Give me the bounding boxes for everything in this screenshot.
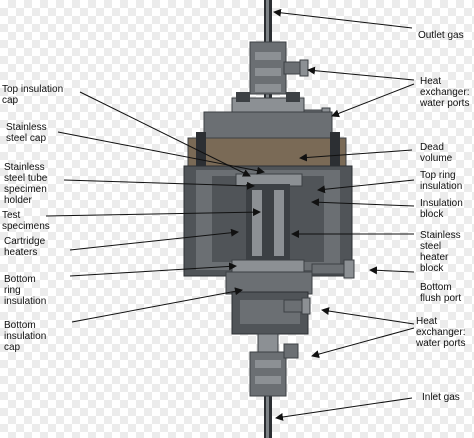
leader-dead-volume bbox=[299, 149, 413, 162]
label-bottom-flush-port: Bottom flush port bbox=[420, 282, 462, 304]
leader-heat-exchanger-top-1 bbox=[307, 66, 415, 81]
label-heat-exchanger-bottom: Heat exchanger: water ports bbox=[416, 316, 466, 349]
leader-inlet-gas bbox=[275, 397, 413, 421]
top-insulation-cap bbox=[187, 132, 347, 176]
leader-bottom-insulation-cap bbox=[71, 287, 243, 323]
leader-heat-exchanger-top-2 bbox=[331, 83, 415, 118]
label-stainless-steel-heater-block: Stainless steel heater block bbox=[420, 230, 461, 274]
label-top-ring-insulation: Top ring insulation bbox=[420, 170, 463, 192]
label-stainless-steel-cap: Stainless steel cap bbox=[6, 122, 47, 144]
leader-bottom-flush-port bbox=[369, 266, 415, 275]
leader-stainless-steel-cap bbox=[57, 131, 265, 175]
bottom-flush-port bbox=[311, 259, 355, 279]
label-heat-exchanger-top: Heat exchanger: water ports bbox=[420, 76, 470, 109]
leader-top-insulation-cap bbox=[79, 91, 251, 177]
insulation-block bbox=[212, 176, 324, 262]
leader-heat-exchanger-bottom-1 bbox=[321, 307, 415, 325]
leader-outlet-gas bbox=[273, 8, 413, 29]
top-stainless-steel-cap bbox=[203, 92, 333, 141]
label-top-insulation-cap: Top insulation cap bbox=[2, 84, 64, 106]
bottom-ring-insulation bbox=[231, 259, 305, 273]
leader-insulation-block bbox=[311, 198, 415, 207]
leader-test-specimens bbox=[45, 208, 261, 217]
label-test-specimens: Test specimens bbox=[2, 210, 50, 232]
label-stainless-steel-tube: Stainless steel tube specimen holder bbox=[4, 162, 48, 206]
stainless-tube-specimen-holder bbox=[246, 184, 290, 262]
lower-heat-exchanger bbox=[249, 297, 311, 397]
label-dead-volume: Dead volume bbox=[420, 142, 453, 164]
leader-lines bbox=[45, 8, 415, 421]
label-outlet-gas: Outlet gas bbox=[418, 30, 464, 41]
label-bottom-ring-insulation: Bottom ring insulation bbox=[4, 274, 47, 307]
label-inlet-gas: Inlet gas bbox=[422, 392, 460, 403]
leader-bottom-ring-insulation bbox=[69, 262, 237, 277]
label-insulation-block: Insulation block bbox=[420, 198, 463, 220]
label-bottom-insulation-cap: Bottom insulation cap bbox=[4, 320, 47, 353]
leader-stainless-tube bbox=[63, 179, 255, 190]
leader-top-ring-insulation bbox=[317, 179, 415, 194]
leader-heat-exchanger-bottom-2 bbox=[311, 327, 415, 359]
label-cartridge-heaters: Cartridge heaters bbox=[4, 236, 46, 258]
leader-cartridge-heaters bbox=[69, 228, 239, 251]
